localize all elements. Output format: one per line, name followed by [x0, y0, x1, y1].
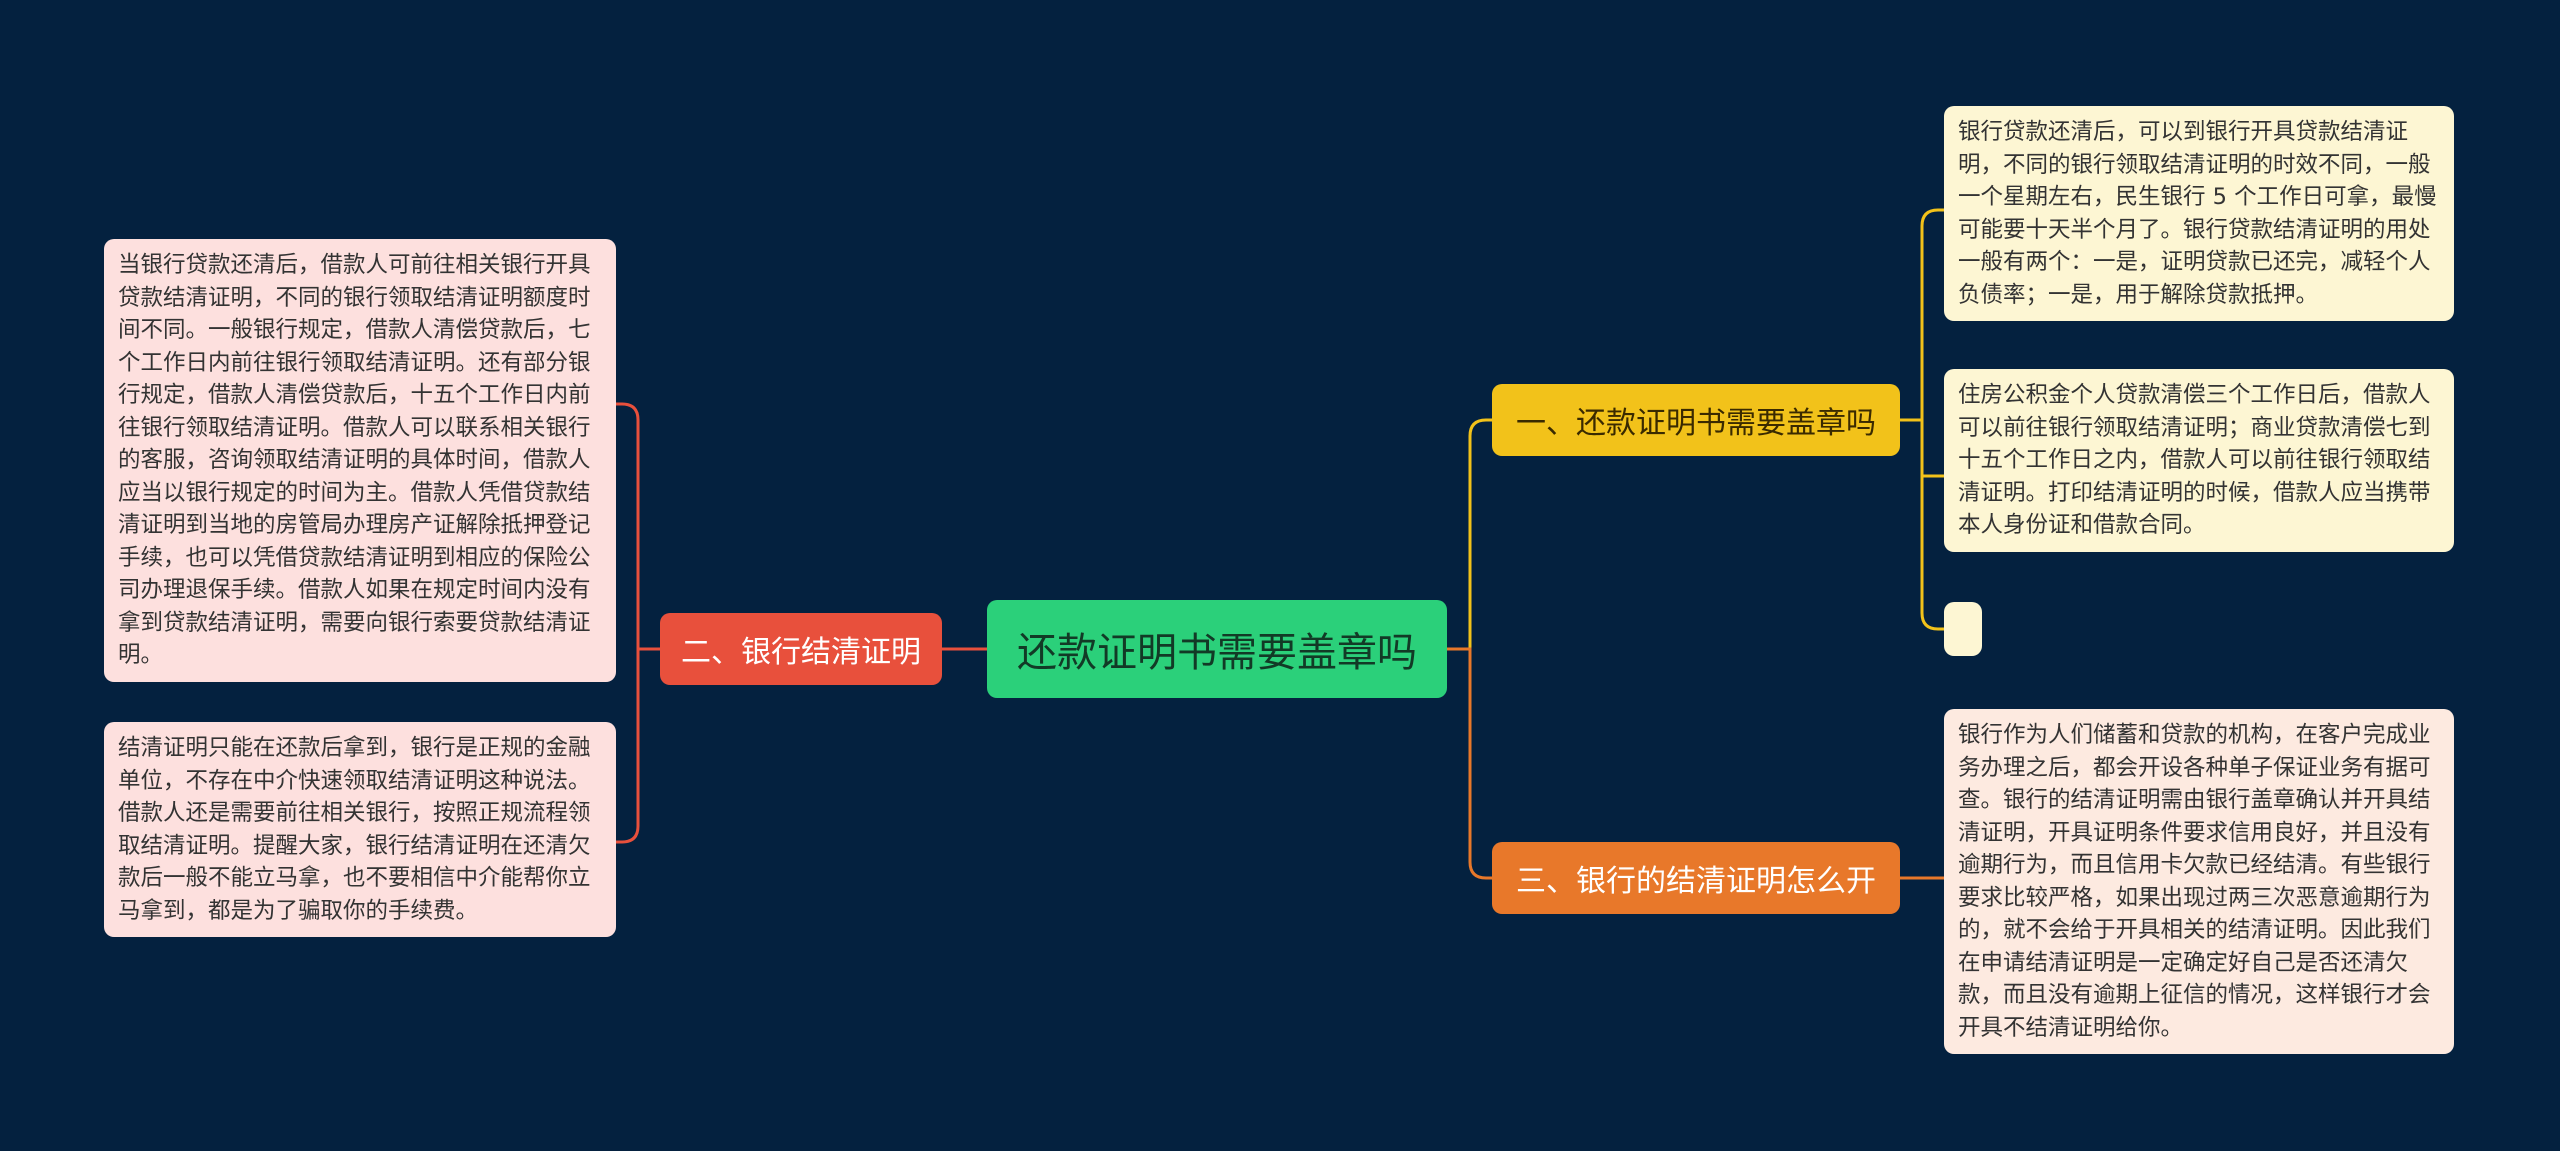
leaf-text-2-1: 当银行贷款还清后，借款人可前往相关银行开具贷款结清证明，不同的银行领取结清证明额… [118, 252, 591, 668]
branch-label-3: 三、银行的结清证明怎么开 [1516, 864, 1876, 899]
branch-label-1: 一、还款证明书需要盖章吗 [1516, 406, 1876, 441]
central-topic-label: 还款证明书需要盖章吗 [1017, 630, 1417, 676]
branch-node-2[interactable]: 二、银行结清证明 [660, 613, 942, 685]
connector-center-branch-1 [1447, 418, 1492, 651]
branch-node-3[interactable]: 三、银行的结清证明怎么开 [1492, 842, 1900, 914]
leaf-node-3-1[interactable]: 银行作为人们储蓄和贷款的机构，在客户完成业务办理之后，都会开设各种单子保证业务有… [1944, 709, 2454, 1054]
leaf-node-2-1[interactable]: 当银行贷款还清后，借款人可前往相关银行开具贷款结清证明，不同的银行领取结清证明额… [104, 239, 616, 682]
leaf-node-1-1[interactable]: 银行贷款还清后，可以到银行开具贷款结清证明，不同的银行领取结清证明的时效不同，一… [1944, 106, 2454, 321]
leaf-node-2-2[interactable]: 结清证明只能在还款后拿到，银行是正规的金融单位，不存在中介快速领取结清证明这种说… [104, 722, 616, 937]
branch-node-1[interactable]: 一、还款证明书需要盖章吗 [1492, 384, 1900, 456]
central-topic[interactable]: 还款证明书需要盖章吗 [987, 600, 1447, 698]
leaf-text-1-2: 住房公积金个人贷款清偿三个工作日后，借款人可以前往银行领取结清证明；商业贷款清偿… [1958, 382, 2431, 538]
leaf-text-1-1: 银行贷款还清后，可以到银行开具贷款结清证明，不同的银行领取结清证明的时效不同，一… [1958, 119, 2437, 308]
connector-center-branch-3 [1447, 647, 1492, 880]
connector-branch-2-leaves [616, 402, 660, 844]
leaf-text-2-2: 结清证明只能在还款后拿到，银行是正规的金融单位，不存在中介快速领取结清证明这种说… [118, 735, 591, 924]
leaf-node-1-2[interactable]: 住房公积金个人贷款清偿三个工作日后，借款人可以前往银行领取结清证明；商业贷款清偿… [1944, 369, 2454, 552]
branch-label-2: 二、银行结清证明 [681, 635, 921, 670]
leaf-text-3-1: 银行作为人们储蓄和贷款的机构，在客户完成业务办理之后，都会开设各种单子保证业务有… [1958, 722, 2431, 1041]
connector-branch-1-leaves [1900, 208, 1944, 631]
leaf-node-1-3-empty[interactable] [1944, 602, 1982, 656]
